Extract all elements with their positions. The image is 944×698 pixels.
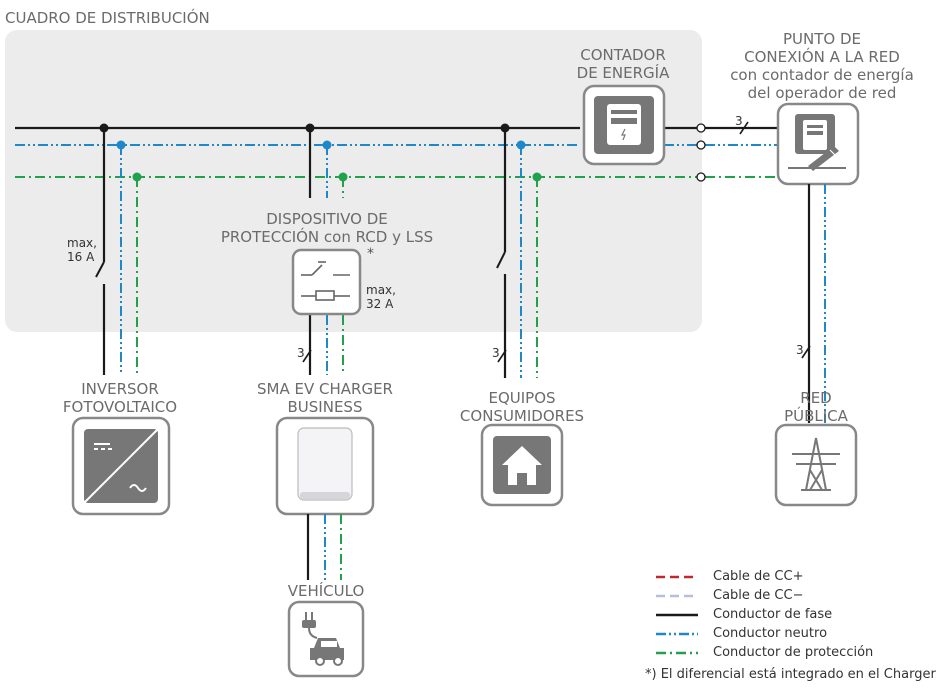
meter-icon xyxy=(594,96,654,154)
distribution-board-title: CUADRO DE DISTRIBUCIÓN xyxy=(5,9,210,27)
ev-charger-label-line: BUSINESS xyxy=(287,398,363,416)
wire-count-slash-consumers xyxy=(497,349,507,363)
terminal-phase xyxy=(696,123,706,133)
grid-connection-label: PUNTO DE CONEXIÓN A LA RED con contador … xyxy=(700,30,944,102)
pv-inverter-label-line: FOTOVOLTAICO xyxy=(62,398,178,416)
terminal-neutral xyxy=(696,140,706,150)
protection-rating: max, 32 A xyxy=(366,283,396,311)
pv-inverter-label-line: INVERSOR xyxy=(81,380,159,398)
operator-meter-icon xyxy=(788,114,846,171)
pv-inverter-label: INVERSOR FOTOVOLTAICO xyxy=(30,380,210,416)
wire-count-consumers: 3 xyxy=(492,346,500,360)
consumers-switch xyxy=(496,251,506,269)
footnote: *) El diferencial está integrado en el C… xyxy=(645,667,936,682)
protection-label-line: PROTECCIÓN con RCD y LSS xyxy=(220,228,434,246)
consumers-label: EQUIPOS CONSUMIDORES xyxy=(432,389,612,425)
vehicle-icon xyxy=(302,612,344,666)
public-grid-label-line: PÚBLICA xyxy=(784,407,848,425)
grid-connection-label-line: con contador de energía xyxy=(730,66,914,84)
consumers-label-line: EQUIPOS xyxy=(488,389,556,407)
legend-phase: Conductor de fase xyxy=(713,607,833,622)
grid-connection-label-line: PUNTO DE xyxy=(782,30,861,48)
protection-device-label: DISPOSITIVO DE PROTECCIÓN con RCD y LSS xyxy=(195,210,459,246)
pv-switch xyxy=(95,261,105,278)
legend-dc-minus: Cable de CC− xyxy=(713,588,804,603)
ev-charger-label: SMA EV CHARGER BUSINESS xyxy=(225,380,425,416)
legend-protective: Conductor de protección xyxy=(713,645,874,660)
public-grid-label: RED PÚBLICA xyxy=(756,389,876,425)
protection-device-box xyxy=(291,248,362,316)
wire-count-charger: 3 xyxy=(297,346,305,360)
legend-swatches xyxy=(656,575,698,655)
distribution-board-panel xyxy=(5,30,702,332)
footnote-marker: * xyxy=(367,246,374,262)
terminal-protective xyxy=(696,172,706,182)
public-grid-label-line: RED xyxy=(800,389,832,407)
protection-rating-line: max, xyxy=(366,283,396,297)
legend-dc-plus: Cable de CC+ xyxy=(713,569,804,584)
meter-label: CONTADOR DE ENERGÍA xyxy=(562,46,684,82)
protection-rating-line: 32 A xyxy=(366,297,394,311)
pv-rating-line: max, xyxy=(67,236,97,250)
wire-count-slash-grid xyxy=(801,345,811,359)
consumers-label-line: CONSUMIDORES xyxy=(459,407,585,425)
protection-label-line: DISPOSITIVO DE xyxy=(266,210,388,228)
inverter-icon xyxy=(83,428,159,504)
wire-count-grid: 3 xyxy=(796,343,804,357)
vehicle-label: VEHÍCULO xyxy=(287,582,365,600)
house-icon xyxy=(493,436,551,494)
wire-count-slash-charger xyxy=(302,349,312,363)
meter-label-line: DE ENERGÍA xyxy=(576,64,670,82)
meter-label-line: CONTADOR xyxy=(580,46,666,64)
pv-rating: max, 16 A xyxy=(67,236,97,264)
pv-rating-line: 16 A xyxy=(67,250,95,264)
ev-charger-icon xyxy=(297,427,353,501)
power-pylon-icon xyxy=(792,437,840,491)
grid-connection-label-line: del operador de red xyxy=(747,84,897,102)
wire-count-grid-point: 3 xyxy=(735,114,743,128)
ev-charger-label-line: SMA EV CHARGER xyxy=(257,380,393,398)
protection-device-icon xyxy=(301,261,350,301)
wire-count-slash xyxy=(739,121,749,135)
legend-neutral: Conductor neutro xyxy=(713,626,828,641)
grid-connection-label-line: CONEXIÓN A LA RED xyxy=(744,48,900,66)
